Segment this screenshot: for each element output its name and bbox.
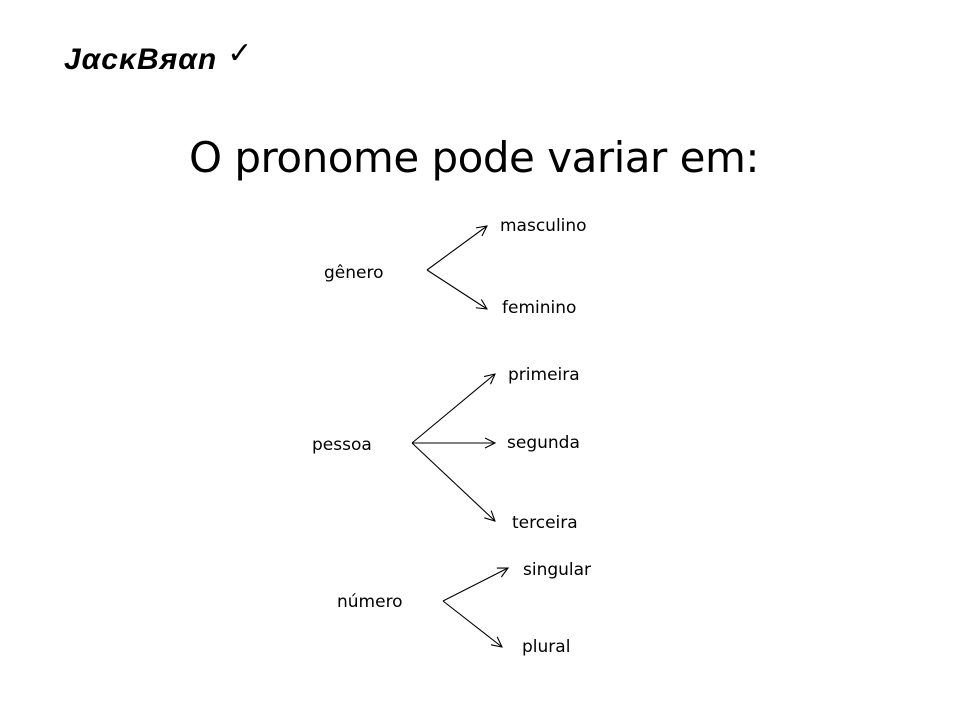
category-numero: número (337, 592, 403, 612)
slide-title: O pronome pode variar em: (188, 133, 760, 182)
arrow-numero-singular (442, 568, 508, 602)
logo-text: JαcκBяαn (64, 43, 218, 76)
arrow-genero-feminino (426, 269, 487, 309)
arrow-pessoa-primeira (411, 374, 495, 444)
option-terceira: terceira (512, 513, 578, 533)
category-genero: gênero (324, 263, 384, 283)
checkmark-icon: ✓ (227, 37, 254, 70)
category-pessoa: pessoa (312, 435, 372, 455)
option-primeira: primeira (508, 365, 580, 385)
option-masculino: masculino (500, 216, 587, 236)
option-singular: singular (523, 560, 592, 580)
logo: JαcκBяαn ✓ (64, 37, 254, 82)
option-feminino: feminino (502, 298, 577, 318)
arrow-numero-plural (442, 600, 502, 647)
option-segunda: segunda (507, 433, 580, 453)
arrow-pessoa-terceira (411, 442, 495, 521)
option-plural: plural (522, 637, 571, 657)
arrow-genero-masculino (426, 226, 487, 271)
